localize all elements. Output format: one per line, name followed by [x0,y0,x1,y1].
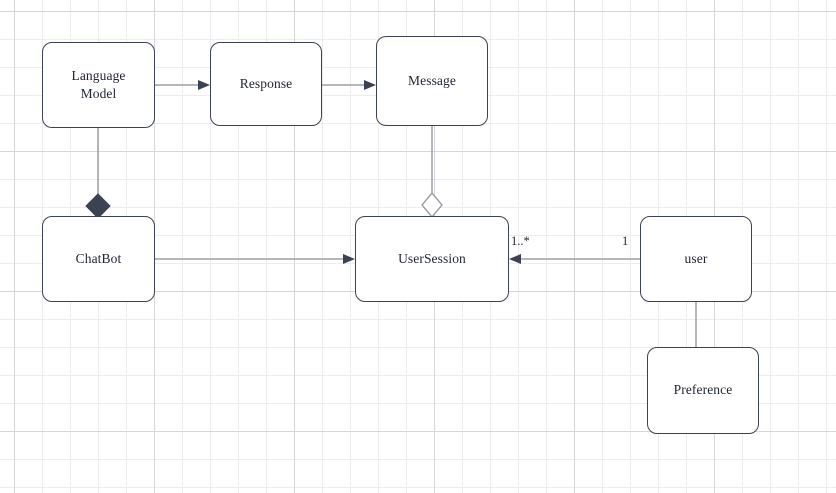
node-chatbot[interactable]: ChatBot [42,216,155,302]
node-label: ChatBot [75,250,122,266]
node-label: UserSession [398,250,466,266]
node-message[interactable]: Message [376,36,488,126]
node-language-model[interactable]: Language Model [42,42,155,128]
multiplicity-label-user: 1 [622,234,629,248]
edge-response-to-message[interactable] [322,80,376,90]
node-label: Message [408,72,456,88]
node-label: Preference [673,382,733,398]
multiplicity-label-session: 1..* [511,234,530,248]
edge-lm-to-response[interactable] [155,80,210,90]
node-label: Response [239,75,293,91]
node-response[interactable]: Response [210,42,322,126]
filled-diamond-marker [85,193,111,219]
edge-message-to-session[interactable] [421,126,443,219]
node-user[interactable]: user [640,216,752,302]
edge-chatbot-to-session[interactable] [155,254,355,264]
edge-user-to-session[interactable] [509,254,640,264]
node-preference[interactable]: Preference [647,347,759,434]
edge-lm-to-chatbot[interactable] [85,128,111,219]
node-label: Language Model [71,67,126,101]
node-user-session[interactable]: UserSession [355,216,509,302]
node-label: user [684,250,708,266]
open-diamond-marker [421,191,443,219]
